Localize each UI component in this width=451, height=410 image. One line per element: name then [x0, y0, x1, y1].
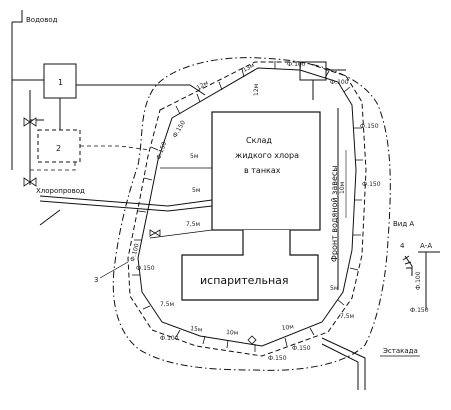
- view-a-label: Вид А: [393, 220, 414, 228]
- view-a-detail: [402, 251, 440, 310]
- dimension-label: 13м: [242, 62, 256, 74]
- dimension-label: Ф.100: [287, 61, 306, 68]
- water-supply-label: Водовод: [26, 16, 58, 24]
- valve-icon: [149, 229, 161, 237]
- warehouse-label-line2: жидкого хлора: [235, 151, 299, 160]
- dimension-label: 7,5м: [186, 221, 200, 228]
- dimension-label: Ф.150: [172, 119, 187, 139]
- callout-3: 3: [94, 276, 98, 284]
- dimension-label: Ф.150: [136, 265, 155, 272]
- dimension-label: Ф.100: [160, 335, 179, 342]
- dimension-label: Ф.150: [360, 123, 379, 130]
- dimension-label: 12м: [253, 84, 260, 96]
- left-pipe-links: [149, 167, 213, 239]
- callout-4: 4: [400, 242, 405, 250]
- spray-nozzles: [132, 61, 363, 352]
- top-right-fitting-link: [312, 69, 346, 100]
- view-a-dimension-1: Ф.100: [415, 271, 422, 290]
- water-supply-pipeline: [11, 10, 206, 185]
- trestle-pipeline: [321, 337, 366, 390]
- dashed-link: [80, 145, 151, 151]
- dimension-label: Ф.100: [129, 243, 141, 263]
- view-a-pipe: [404, 251, 440, 310]
- dimension-label: 10м: [281, 323, 294, 332]
- nozzle: [175, 299, 345, 352]
- water-supply-to-loop: [76, 84, 206, 96]
- dimension-label: Ф.150: [292, 345, 311, 352]
- dimension-label: 12м: [196, 80, 210, 92]
- warehouse-label-line1: Склад: [246, 136, 272, 145]
- water-supply-branch: [29, 90, 44, 185]
- valve-icon: [23, 177, 37, 187]
- nozzle: [349, 127, 363, 271]
- dimension-label: 7,5м: [340, 313, 354, 320]
- warehouse-label-line3: в танках: [244, 166, 281, 175]
- view-a-dimension-2: Ф.150: [410, 307, 429, 314]
- callout-3-leader: [99, 261, 129, 279]
- valve-icon: [247, 335, 257, 345]
- building-1: [43, 63, 77, 99]
- section-aa-label: А-А: [420, 242, 432, 250]
- dimension-label: 15м: [190, 325, 203, 334]
- dimension-label: Ф.150: [155, 141, 168, 161]
- nozzle: [175, 68, 245, 115]
- curtain-front-label: Фронт водяной завесы: [330, 165, 339, 262]
- dashed-link: [30, 162, 76, 171]
- chlorine-pipeline: [39, 195, 213, 226]
- trestle-label: Эстакада: [383, 347, 418, 355]
- evaporator-label: испарительная: [200, 274, 289, 287]
- dimension-label: 7,5м: [160, 301, 174, 308]
- dimension-label: 5м: [330, 285, 338, 292]
- dimension-label: 5м: [192, 187, 200, 194]
- dimension-label: Ф.100: [330, 79, 349, 86]
- valve-icons: [23, 117, 257, 345]
- dimension-label: Ф.150: [268, 355, 287, 362]
- chlorine-pipe-upper: [39, 195, 213, 207]
- dimension-label: 5м: [190, 153, 198, 160]
- building-2-label: 2: [56, 144, 61, 153]
- nozzle: [132, 146, 159, 310]
- dimension-label: 10м: [339, 182, 346, 194]
- connector-block: [181, 230, 319, 301]
- valve-icon: [23, 117, 37, 127]
- view-a-spray: [402, 255, 412, 269]
- liquid-chlorine-warehouse: [211, 111, 321, 231]
- building-1-label: 1: [58, 78, 63, 87]
- water-supply-riser: [12, 10, 23, 23]
- chlorine-pipeline-label: Хлоропровод: [36, 187, 85, 195]
- protection-zone-boundary: [112, 57, 391, 371]
- chlorine-pipe-lower: [39, 200, 213, 212]
- dimension-label: 10м: [226, 329, 239, 337]
- dimension-label: Ф.150: [362, 181, 381, 188]
- perimeter-pipeline-dashed: [127, 61, 367, 357]
- chlorine-pipe-stub: [39, 209, 61, 226]
